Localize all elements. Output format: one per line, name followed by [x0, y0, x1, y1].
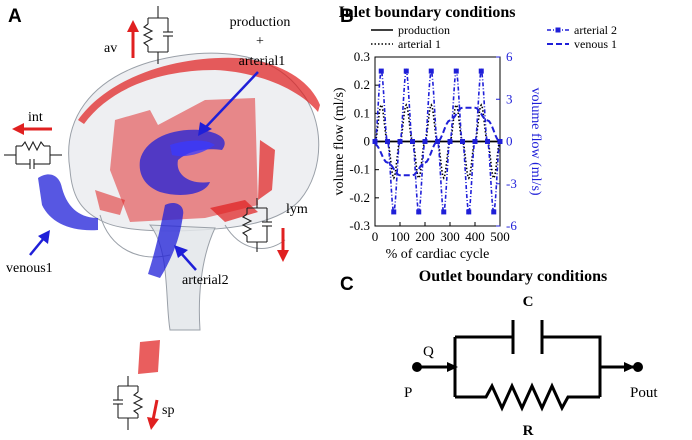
- chart-legend: production arterial 1 arterial 2 venous …: [371, 23, 617, 51]
- outlet-node-dot: [633, 362, 643, 372]
- legend-label-venous-1: venous 1: [574, 37, 617, 51]
- x-tick-label: 400: [465, 229, 485, 244]
- label-capacitance: C: [523, 294, 534, 310]
- y-tick-label: 0.1: [354, 105, 370, 120]
- panel-a-letter: A: [8, 6, 22, 27]
- marker-arterial-2: [391, 209, 397, 215]
- circuit-labels: C Q P Pout R: [404, 294, 658, 439]
- legend-label-arterial-2: arterial 2: [574, 23, 617, 37]
- legend-item-production: production: [371, 23, 450, 37]
- marker-arterial-2: [372, 139, 378, 144]
- marker-arterial-2: [385, 139, 390, 144]
- marker-arterial-2: [466, 209, 472, 215]
- y2-tick-label: 0: [506, 134, 513, 149]
- y2-axis-label: volume flow (ml/s): [528, 87, 543, 195]
- x-tick-label: 500: [490, 229, 510, 244]
- label-pressure-p: P: [404, 385, 412, 401]
- marker-arterial-2: [397, 139, 403, 144]
- legend-label-production: production: [398, 23, 450, 37]
- y-tick-label: 0.2: [354, 77, 370, 92]
- label-arterial1: arterial1: [239, 54, 286, 69]
- inlet-arrow: [447, 362, 458, 372]
- blue-pointer-arrows: [29, 71, 259, 271]
- rc-network-icons: [4, 6, 272, 430]
- y-tick-label: -0.2: [349, 190, 370, 205]
- int-rc-icon: [4, 140, 62, 169]
- marker-arterial-2: [441, 209, 447, 215]
- legend-label-arterial-1: arterial 1: [398, 37, 441, 51]
- marker-arterial-2: [428, 68, 434, 74]
- label-flow-q: Q: [423, 344, 434, 360]
- series-line-venous-1: [374, 106, 501, 177]
- y-tick-label: -0.3: [349, 218, 370, 233]
- label-production: production: [230, 15, 291, 30]
- y2-tick-label: 3: [506, 91, 513, 106]
- y-tick-label: 0: [364, 134, 371, 149]
- y2-tick-label: -3: [506, 176, 517, 191]
- y-tick-label: -0.1: [349, 162, 370, 177]
- resistor: [455, 382, 600, 412]
- marker-arterial-2: [491, 209, 497, 215]
- label-plus: +: [256, 34, 264, 49]
- x-tick-label: 200: [415, 229, 435, 244]
- panel-b-letter: B: [340, 6, 354, 27]
- legend-item-arterial-1: arterial 1: [371, 37, 441, 51]
- y2-tick-label: 6: [506, 49, 513, 64]
- outlet-arrow: [624, 362, 635, 372]
- label-arterial2: arterial2: [182, 273, 229, 288]
- marker-arterial-2: [453, 68, 459, 74]
- marker-arterial-2: [472, 139, 478, 144]
- inlet-chart: 0 100 200 300 400 500 -0.3 -0.2 -0.1 0 0.1 0.2 0.3 -6…: [332, 49, 543, 262]
- marker-arterial-2: [403, 68, 409, 74]
- label-sp: sp: [162, 403, 174, 418]
- y2-tick-label: -6: [506, 218, 517, 233]
- x-tick-label: 0: [372, 229, 379, 244]
- marker-arterial-2: [378, 68, 384, 74]
- top-wire-right: [542, 335, 602, 397]
- legend-item-arterial-2: arterial 2: [547, 23, 617, 37]
- label-int: int: [28, 110, 43, 125]
- x-tick-label: 100: [390, 229, 410, 244]
- panel-c: C Outlet boundary conditions C Q P Pout …: [340, 268, 658, 439]
- marker-arterial-2: [460, 139, 465, 144]
- x-axis-label: % of cardiac cycle: [386, 247, 490, 262]
- outlet-title: Outlet boundary conditions: [419, 268, 607, 285]
- marker-arterial-2: [416, 209, 422, 215]
- chart-title: Inlet boundary conditions: [339, 4, 516, 21]
- y-axis-label: volume flow (ml/s): [332, 87, 347, 195]
- red-boundary-regions: [78, 57, 320, 374]
- av-rc-icon: [142, 6, 173, 64]
- marker-arterial-2: [410, 139, 415, 144]
- legend-item-venous-1: venous 1: [547, 37, 617, 51]
- panel-a-labels: production + arterial1 av int lym venous…: [6, 15, 308, 418]
- label-pressure-out: Pout: [630, 385, 658, 401]
- series-line-arterial-2: [374, 68, 501, 215]
- marker-arterial-2: [497, 139, 503, 144]
- outlet-circuit: [420, 320, 635, 412]
- marker-arterial-2: [447, 139, 453, 144]
- label-av: av: [104, 41, 117, 56]
- marker-arterial-2: [485, 139, 490, 144]
- blue-ventricles: [38, 129, 225, 278]
- x-tick-label: 300: [440, 229, 460, 244]
- marker-arterial-2: [478, 68, 484, 74]
- label-lym: lym: [286, 202, 308, 217]
- inlet-node-dot: [412, 362, 422, 372]
- panel-a: A production + arterial1: [4, 6, 320, 430]
- y-tick-label: 0.3: [354, 49, 370, 64]
- label-resistance: R: [523, 423, 534, 439]
- marker-arterial-2: [435, 139, 440, 144]
- lym-rc-icon: [241, 198, 272, 252]
- sp-rc-icon: [113, 376, 144, 430]
- label-venous1: venous1: [6, 261, 53, 276]
- red-flow-arrows: [12, 20, 289, 430]
- panel-c-letter: C: [340, 274, 354, 295]
- marker-arterial-2: [422, 139, 428, 144]
